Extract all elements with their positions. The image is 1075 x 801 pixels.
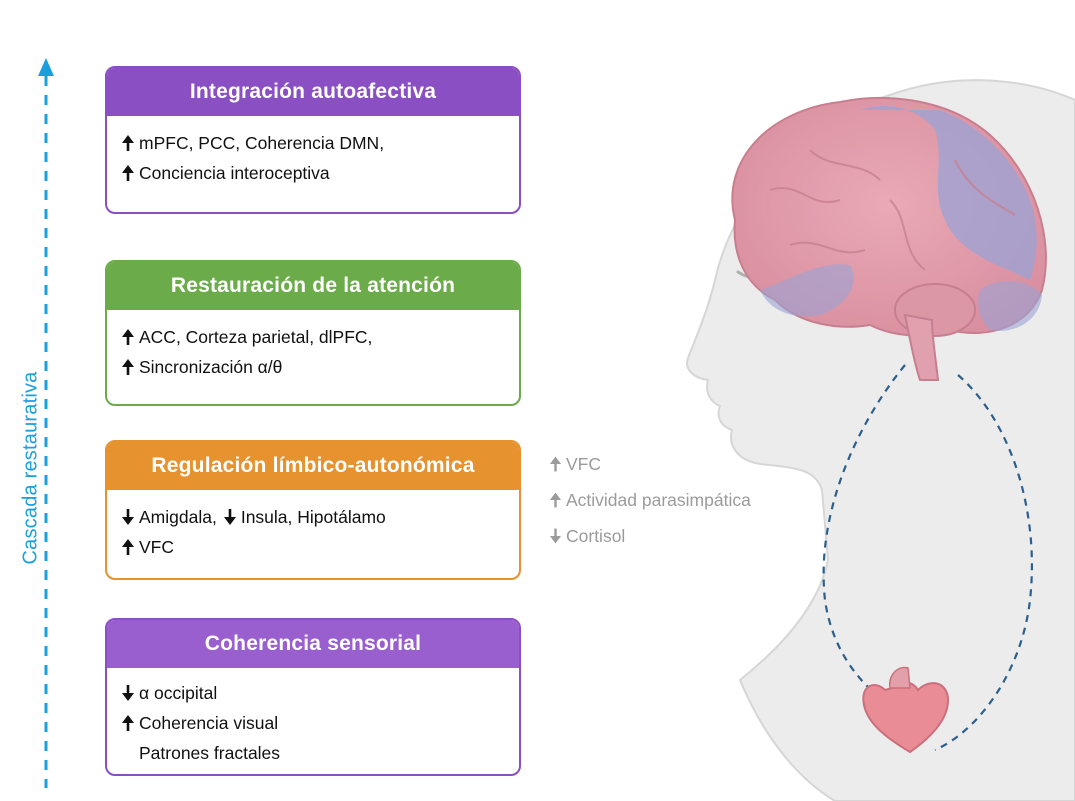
card-line: mPFC, PCC, Coherencia DMN, bbox=[121, 128, 519, 158]
card-line: Amigdala, Insula, Hipotálamo bbox=[121, 502, 519, 532]
down-arrow-icon bbox=[549, 528, 562, 544]
up-arrow-icon bbox=[122, 359, 134, 375]
axis-arrowhead-icon bbox=[38, 58, 54, 76]
card-line: Patrones fractales bbox=[121, 738, 519, 768]
card-line-text: α occipital bbox=[139, 683, 218, 703]
up-arrow-icon bbox=[122, 135, 134, 151]
card-line-text: mPFC, PCC, Coherencia DMN, bbox=[139, 133, 385, 153]
brain-blue-region bbox=[860, 106, 1037, 280]
card-line-text: Conciencia interoceptiva bbox=[139, 163, 330, 183]
card-line-text: ACC, Corteza parietal, dlPFC, bbox=[139, 327, 373, 347]
card-line-text: VFC bbox=[139, 537, 174, 557]
effect-text: Cortisol bbox=[566, 526, 626, 546]
up-arrow-icon bbox=[122, 715, 134, 731]
up-arrow-icon bbox=[122, 165, 134, 181]
heart-icon bbox=[862, 681, 950, 754]
up-arrow-icon bbox=[122, 539, 134, 555]
card-regulacion-limbico-autonomica: Regulación límbico-autonómica Amigdala, … bbox=[105, 440, 521, 580]
head-brain-heart-illustration bbox=[686, 79, 1075, 801]
heart-vessel bbox=[889, 666, 911, 689]
down-arrow-icon bbox=[122, 685, 134, 701]
cascade-axis bbox=[38, 58, 54, 788]
card-title: Coherencia sensorial bbox=[107, 620, 519, 668]
physiological-effects-list: VFC Actividad parasimpática Cortisol bbox=[549, 446, 751, 554]
effect-text: VFC bbox=[566, 454, 601, 474]
card-line: VFC bbox=[121, 532, 519, 562]
brain-blue-region bbox=[978, 280, 1042, 331]
card-title: Regulación límbico-autonómica bbox=[107, 442, 519, 490]
up-arrow-icon bbox=[122, 329, 134, 345]
brainstem bbox=[903, 313, 940, 381]
vagus-loop-left bbox=[822, 364, 906, 706]
card-line-text: Patrones fractales bbox=[139, 743, 281, 763]
card-restauracion-atencion: Restauración de la atención ACC, Corteza… bbox=[105, 260, 521, 406]
card-line: Coherencia visual bbox=[121, 708, 519, 738]
brain-blue-region bbox=[760, 264, 854, 317]
card-line-text: Amigdala, bbox=[139, 507, 217, 527]
card-line: α occipital bbox=[121, 678, 519, 708]
card-line: Conciencia interoceptiva bbox=[121, 158, 519, 188]
card-line-text: Sincronización α/θ bbox=[139, 357, 283, 377]
card-line: ACC, Corteza parietal, dlPFC, bbox=[121, 322, 519, 352]
effect-text: Actividad parasimpática bbox=[566, 490, 751, 510]
card-title: Integración autoafectiva bbox=[107, 68, 519, 116]
effect-item: Actividad parasimpática bbox=[549, 482, 751, 518]
card-title: Restauración de la atención bbox=[107, 262, 519, 310]
card-line-text: Coherencia visual bbox=[139, 713, 279, 733]
up-arrow-icon bbox=[549, 456, 562, 472]
card-coherencia-sensorial: Coherencia sensorial α occipital Coheren… bbox=[105, 618, 521, 776]
axis-label: Cascada restaurativa bbox=[19, 371, 42, 565]
up-arrow-icon bbox=[549, 492, 562, 508]
card-integracion-autoafectiva: Integración autoafectiva mPFC, PCC, Cohe… bbox=[105, 66, 521, 214]
effect-item: Cortisol bbox=[549, 518, 751, 554]
card-line-text: Insula, Hipotálamo bbox=[240, 507, 386, 527]
effect-item: VFC bbox=[549, 446, 751, 482]
brain-sulci bbox=[769, 149, 1016, 271]
down-arrow-icon bbox=[122, 509, 134, 525]
down-arrow-icon bbox=[223, 509, 236, 525]
card-line: Sincronización α/θ bbox=[121, 352, 519, 382]
